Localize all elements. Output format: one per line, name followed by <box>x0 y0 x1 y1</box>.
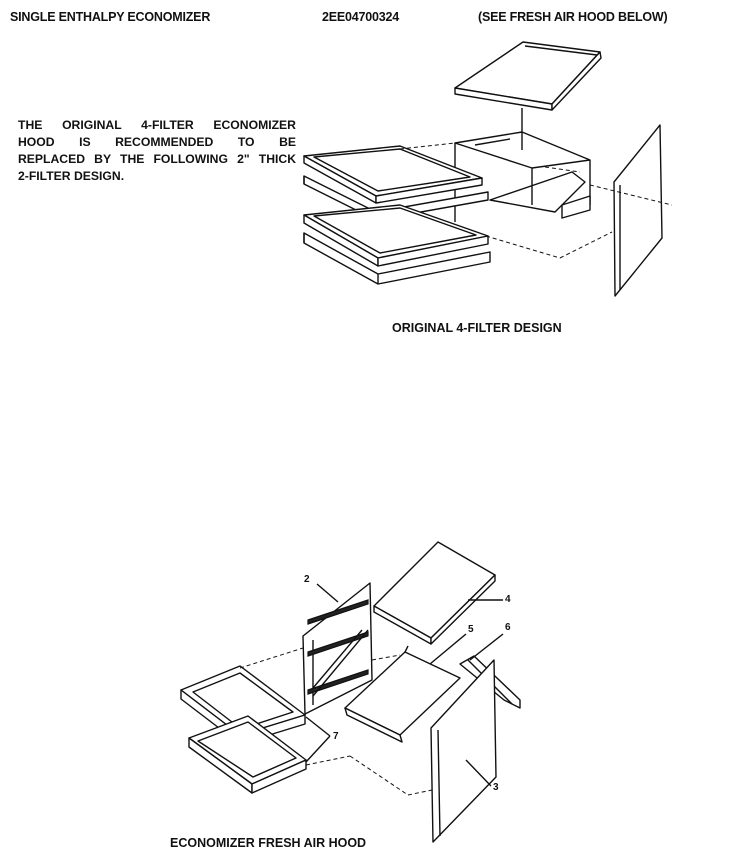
leader-5 <box>429 633 467 665</box>
alignment-line <box>349 755 409 796</box>
alignment-line <box>559 231 613 259</box>
recommendation-note: THE ORIGINAL 4-FILTER ECONOMIZER HOOD IS… <box>18 117 296 185</box>
hood-body <box>454 131 591 222</box>
note-line-4: 2-FILTER DESIGN. <box>18 169 125 183</box>
top-cover-panel <box>454 41 602 111</box>
side-panel <box>613 124 663 297</box>
alignment-line <box>399 142 456 150</box>
filter-1 <box>303 145 483 204</box>
part-2-hood-side <box>302 582 373 715</box>
alignment-line <box>407 789 433 796</box>
note-line-2: HOOD IS RECOMMENDED TO BE <box>18 135 296 149</box>
callout-5: 5 <box>468 624 474 635</box>
fresh-air-hood-assembly <box>180 541 521 843</box>
callout-7: 7 <box>333 731 339 742</box>
leader-7a <box>305 716 331 737</box>
part-5-tray <box>344 645 461 743</box>
note-line-1: THE ORIGINAL 4-FILTER ECONOMIZER <box>18 118 296 132</box>
diagram-title: SINGLE ENTHALPY ECONOMIZER <box>10 10 211 24</box>
alignment-line <box>305 755 351 766</box>
callout-3: 3 <box>493 782 499 793</box>
caption-fresh-air-hood: ECONOMIZER FRESH AIR HOOD <box>170 836 367 850</box>
leader-2 <box>316 583 339 603</box>
callout-2: 2 <box>304 574 310 585</box>
header-note: (SEE FRESH AIR HOOD BELOW) <box>478 10 668 24</box>
alignment-line <box>371 654 401 661</box>
part-3-end-panel <box>430 659 497 843</box>
part-7-filter-lower <box>188 715 307 794</box>
leader-6 <box>469 633 504 661</box>
alignment-line <box>589 184 673 206</box>
filter-3 <box>303 204 489 267</box>
leader-3 <box>465 759 492 787</box>
leader-7b <box>305 735 331 763</box>
caption-original-design: ORIGINAL 4-FILTER DESIGN <box>392 321 562 335</box>
note-line-3: REPLACED BY THE FOLLOWING 2" THICK <box>18 152 296 166</box>
original-4-filter-assembly <box>303 41 673 297</box>
alignment-line <box>239 647 304 669</box>
part-number: 2EE04700324 <box>322 10 400 24</box>
callout-4: 4 <box>505 594 511 605</box>
filter-4 <box>303 232 491 285</box>
callout-6: 6 <box>505 622 511 633</box>
alignment-line <box>485 235 561 259</box>
part-4-top-cover <box>373 541 496 645</box>
